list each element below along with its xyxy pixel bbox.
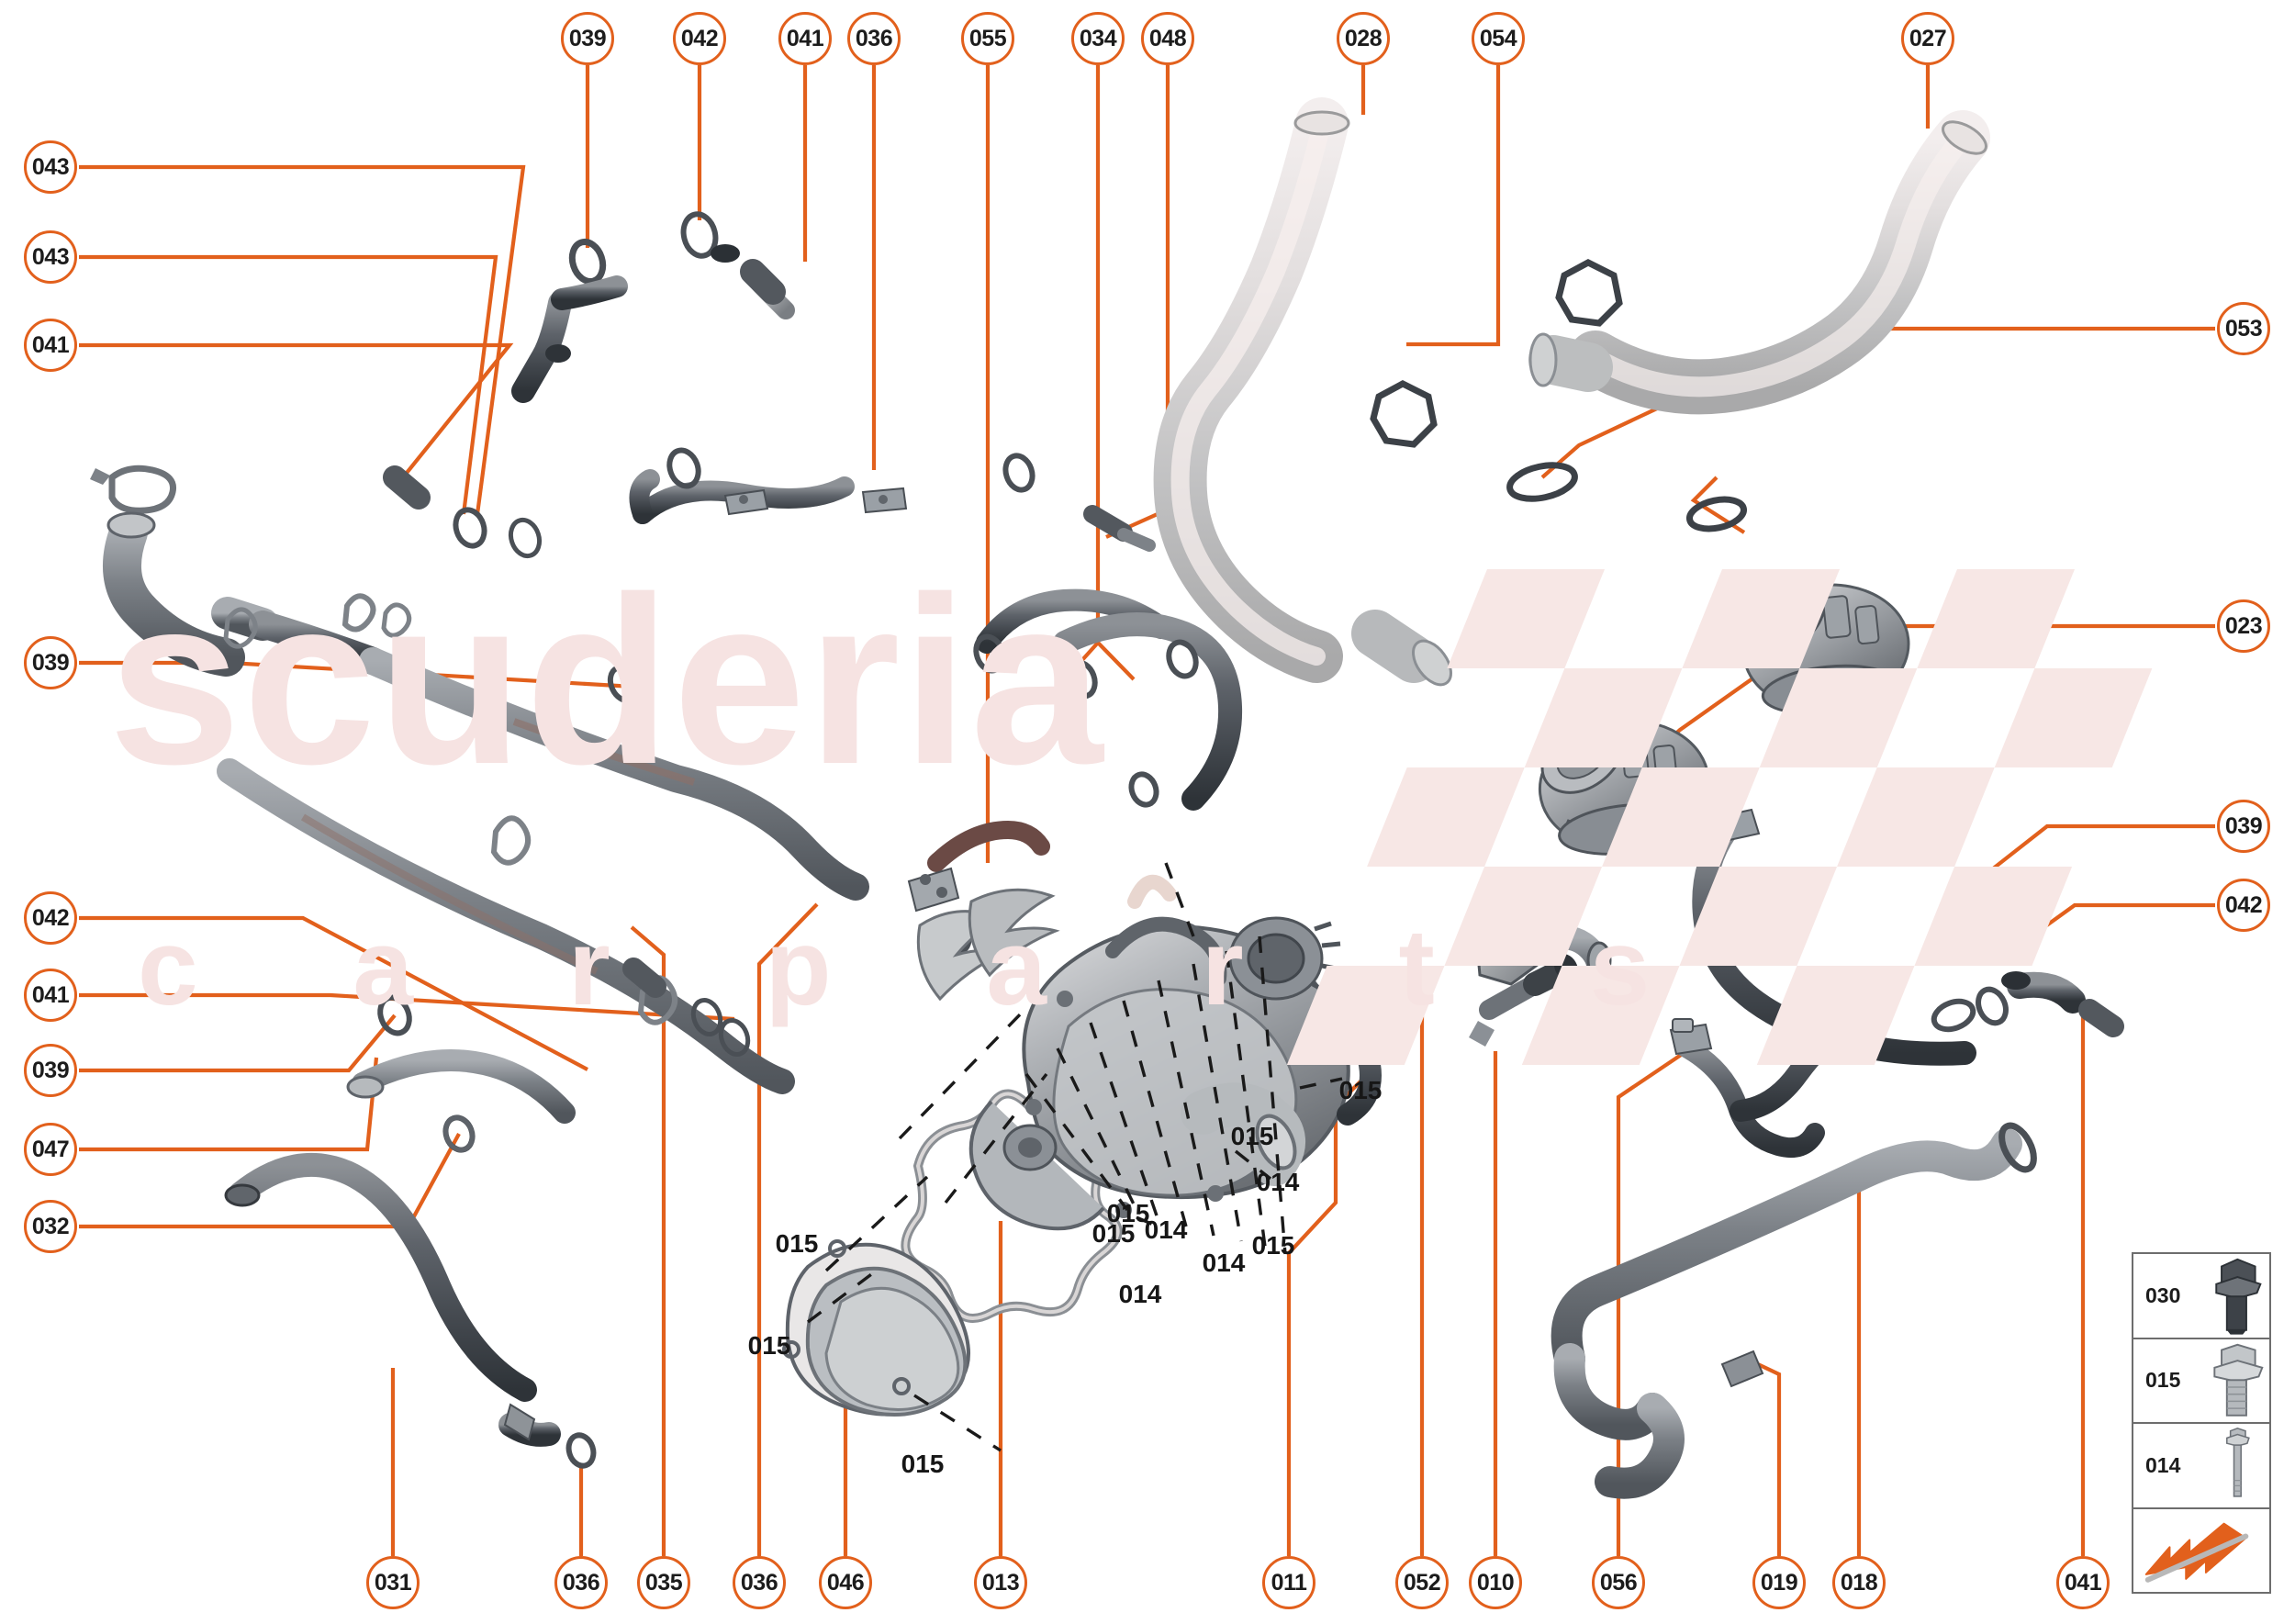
- legend-label-030: 030: [2145, 1282, 2181, 1307]
- callout-055-top[interactable]: 055: [961, 12, 1014, 65]
- callout-043-left-2[interactable]: 043: [24, 230, 77, 284]
- part-group-left-hoses: [90, 465, 869, 1469]
- callout-035-bottom[interactable]: 035: [637, 1556, 690, 1609]
- legend-row-030: 030: [2133, 1254, 2269, 1339]
- callout-042-right[interactable]: 042: [2217, 879, 2270, 932]
- assembly-dashed-lines: [806, 862, 1343, 1452]
- part-group-lower-right-hoses: [1551, 990, 2037, 1499]
- part-group-sensors: [1469, 916, 1612, 1047]
- legend-label-015: 015: [2145, 1368, 2181, 1393]
- callout-039-top[interactable]: 039: [561, 12, 614, 65]
- inline-label-015-d: 015: [1092, 1219, 1136, 1248]
- hardware-legend-box: 030 015: [2132, 1252, 2271, 1594]
- inline-label-015-c: 015: [1106, 1199, 1150, 1227]
- callout-039-left-2[interactable]: 039: [24, 1044, 77, 1097]
- inline-label-014-a: 014: [1256, 1168, 1300, 1196]
- callout-052-bottom[interactable]: 052: [1395, 1556, 1449, 1609]
- callout-046-bottom[interactable]: 046: [819, 1556, 872, 1609]
- inline-label-015-e: 015: [1251, 1231, 1295, 1260]
- part-group-right-hose: [1692, 808, 2124, 1066]
- callout-048-top[interactable]: 048: [1141, 12, 1194, 65]
- callout-042-left-1[interactable]: 042: [24, 891, 77, 945]
- part-group-top-left: [511, 211, 908, 524]
- callout-039-right[interactable]: 039: [2217, 800, 2270, 853]
- inline-label-014-b: 014: [1144, 1215, 1188, 1244]
- legend-row-arrow: [2133, 1509, 2269, 1593]
- callout-041-left-2[interactable]: 041: [24, 969, 77, 1022]
- callout-013-bottom[interactable]: 013: [974, 1556, 1027, 1609]
- callout-036-top[interactable]: 036: [847, 12, 901, 65]
- hex-flange-bolt-light-icon: [2199, 1339, 2269, 1423]
- callout-010-bottom[interactable]: 010: [1469, 1556, 1522, 1609]
- callout-036-bottom-2[interactable]: 036: [733, 1556, 786, 1609]
- inline-label-015-f: 015: [775, 1229, 819, 1258]
- part-group-gaskets: [782, 888, 1123, 1417]
- callout-023-right[interactable]: 023: [2217, 599, 2270, 653]
- callout-032-left-1[interactable]: 032: [24, 1200, 77, 1253]
- callout-053-right[interactable]: 053: [2217, 302, 2270, 355]
- callout-011-bottom[interactable]: 011: [1262, 1556, 1315, 1609]
- callout-054-top[interactable]: 054: [1472, 12, 1525, 65]
- callout-028-top[interactable]: 028: [1337, 12, 1390, 65]
- inline-label-015-h: 015: [901, 1450, 945, 1478]
- callout-039-left-1[interactable]: 039: [24, 636, 77, 689]
- callout-041-left-1[interactable]: 041: [24, 319, 77, 372]
- callout-056-bottom[interactable]: 056: [1592, 1556, 1645, 1609]
- callout-041-top[interactable]: 041: [778, 12, 832, 65]
- callout-031-bottom[interactable]: 031: [366, 1556, 420, 1609]
- callout-043-left-1[interactable]: 043: [24, 140, 77, 194]
- callout-042-top[interactable]: 042: [673, 12, 726, 65]
- part-053-seal-rings: [1506, 462, 1748, 532]
- long-stud-bolt-icon: [2199, 1424, 2269, 1507]
- legend-label-014: 014: [2145, 1452, 2181, 1477]
- hex-flange-bolt-dark-icon: [2199, 1254, 2269, 1338]
- inline-label-014-d: 014: [1118, 1280, 1162, 1308]
- callout-041-bottom[interactable]: 041: [2056, 1556, 2110, 1609]
- callout-034-top[interactable]: 034: [1071, 12, 1125, 65]
- inline-label-014-c: 014: [1202, 1249, 1246, 1277]
- legend-row-014: 014: [2133, 1424, 2269, 1509]
- callout-036-bottom-1[interactable]: 036: [554, 1556, 608, 1609]
- callout-047-left-1[interactable]: 047: [24, 1123, 77, 1176]
- part-028-radiator-hose: [1153, 97, 1452, 687]
- part-group-center-small: [907, 453, 1243, 955]
- callout-018-bottom[interactable]: 018: [1832, 1556, 1886, 1609]
- inline-label-015-g: 015: [747, 1331, 791, 1360]
- part-054-o-rings: [1370, 259, 1623, 448]
- inline-label-015-b: 015: [1230, 1122, 1274, 1150]
- part-027-upper-hose: [1528, 110, 1990, 415]
- inline-label-015-a: 015: [1338, 1076, 1383, 1104]
- orange-arrow-icon: [2133, 1509, 2269, 1593]
- callout-019-bottom[interactable]: 019: [1752, 1556, 1806, 1609]
- callout-027-top[interactable]: 027: [1901, 12, 1954, 65]
- legend-row-015: 015: [2133, 1339, 2269, 1424]
